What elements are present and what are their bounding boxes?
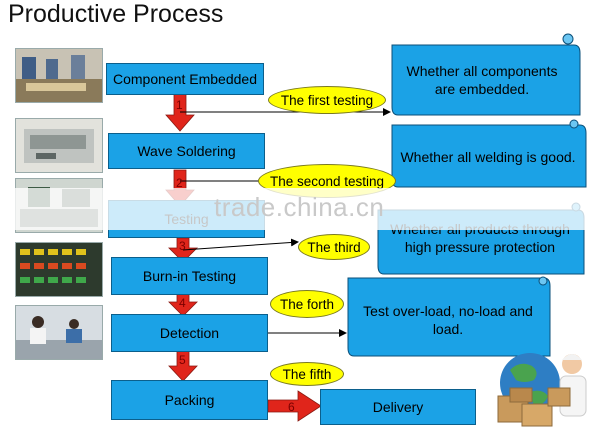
down-arrow-5 bbox=[168, 349, 198, 382]
oval-first-testing: The first testing bbox=[268, 86, 386, 114]
step-number-6: 6 bbox=[288, 400, 295, 414]
oval-fifth: The fifth bbox=[270, 362, 344, 386]
step-packing: Packing bbox=[111, 380, 268, 420]
oval-third: The third bbox=[298, 234, 370, 260]
check-welding-good: Whether all welding is good. bbox=[400, 149, 576, 165]
photo-burn-in-racks bbox=[15, 242, 103, 297]
step-number-4: 4 bbox=[179, 296, 186, 310]
check-components-embedded: Whether all components are embedded. bbox=[406, 63, 558, 97]
photo-burn-in-racks-graphic bbox=[16, 243, 102, 296]
scroll-banner-1 bbox=[391, 44, 581, 116]
photo-soldering-machine-graphic bbox=[16, 119, 102, 172]
check-over-load: Test over-load, no-load and load. bbox=[363, 303, 533, 337]
step-number-5: 5 bbox=[179, 353, 186, 367]
photo-assembly-line bbox=[15, 48, 103, 103]
step-number-3: 3 bbox=[179, 239, 186, 253]
step-number-2: 2 bbox=[176, 176, 183, 190]
step-detection: Detection bbox=[111, 314, 268, 352]
step-delivery: Delivery bbox=[320, 389, 476, 425]
watermark-text: trade.china.cn bbox=[214, 192, 385, 222]
oval-forth: The forth bbox=[270, 290, 344, 318]
connector-line-3 bbox=[182, 238, 299, 251]
watermark-band bbox=[0, 188, 610, 230]
right-arrow-6 bbox=[267, 390, 322, 422]
photo-soldering-machine bbox=[15, 118, 103, 173]
photo-detection-workers bbox=[15, 305, 103, 360]
step-wave-soldering: Wave Soldering bbox=[108, 133, 265, 169]
step-burn-in-testing: Burn-in Testing bbox=[111, 257, 268, 295]
photo-detection-workers-graphic bbox=[16, 306, 102, 359]
down-arrow-4 bbox=[168, 293, 198, 317]
step-component-embedded: Component Embedded bbox=[106, 63, 264, 95]
photo-assembly-line-graphic bbox=[16, 49, 102, 102]
step-number-1: 1 bbox=[176, 98, 183, 112]
page-title: Productive Process bbox=[8, 0, 224, 28]
